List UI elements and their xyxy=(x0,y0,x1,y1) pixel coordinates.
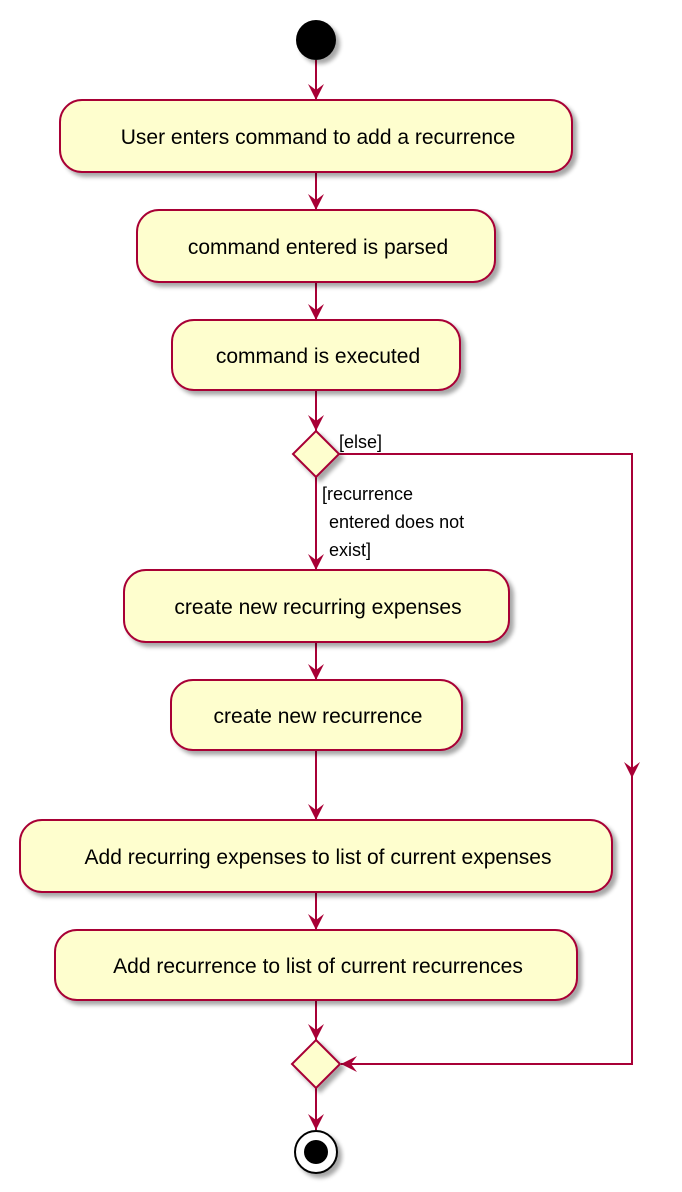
guard-else-label: [else] xyxy=(339,432,382,452)
arrowhead-2 xyxy=(308,194,324,210)
arrowhead-1 xyxy=(308,84,324,100)
action-node-7 xyxy=(54,929,578,1001)
action-label-1: User enters command to add a recurrence xyxy=(121,126,516,149)
action-label-5: create new recurrence xyxy=(214,705,423,728)
action-node-3 xyxy=(171,319,461,391)
action-node-5 xyxy=(170,679,463,751)
action-node-4 xyxy=(123,569,510,643)
edge-else-branch xyxy=(339,453,633,1065)
guard-yes-line-1: [recurrence xyxy=(322,484,413,504)
action-node-6 xyxy=(19,819,613,893)
arrowhead-6 xyxy=(308,664,324,680)
arrowhead-4 xyxy=(308,415,324,431)
arrowhead-else-merge xyxy=(341,1056,357,1072)
guard-yes-line-2: entered does not xyxy=(329,512,464,532)
arrowhead-7 xyxy=(308,804,324,820)
merge-node xyxy=(290,1038,342,1090)
action-label-3: command is executed xyxy=(216,345,420,368)
action-node-1 xyxy=(59,99,573,173)
action-label-2: command entered is parsed xyxy=(188,236,448,259)
end-node xyxy=(294,1130,338,1174)
guard-yes-line-3: exist] xyxy=(329,540,371,560)
arrowhead-3 xyxy=(308,304,324,320)
arrowhead-else-down xyxy=(624,762,640,778)
arrowhead-5 xyxy=(308,554,324,570)
action-node-2 xyxy=(136,209,496,283)
start-node xyxy=(296,20,336,60)
decision-node xyxy=(291,429,341,479)
arrowhead-9 xyxy=(308,1024,324,1040)
action-label-6: Add recurring expenses to list of curren… xyxy=(85,846,552,869)
arrowhead-8 xyxy=(308,914,324,930)
action-label-4: create new recurring expenses xyxy=(174,596,461,619)
arrowhead-10 xyxy=(308,1114,324,1130)
action-label-7: Add recurrence to list of current recurr… xyxy=(113,955,523,978)
